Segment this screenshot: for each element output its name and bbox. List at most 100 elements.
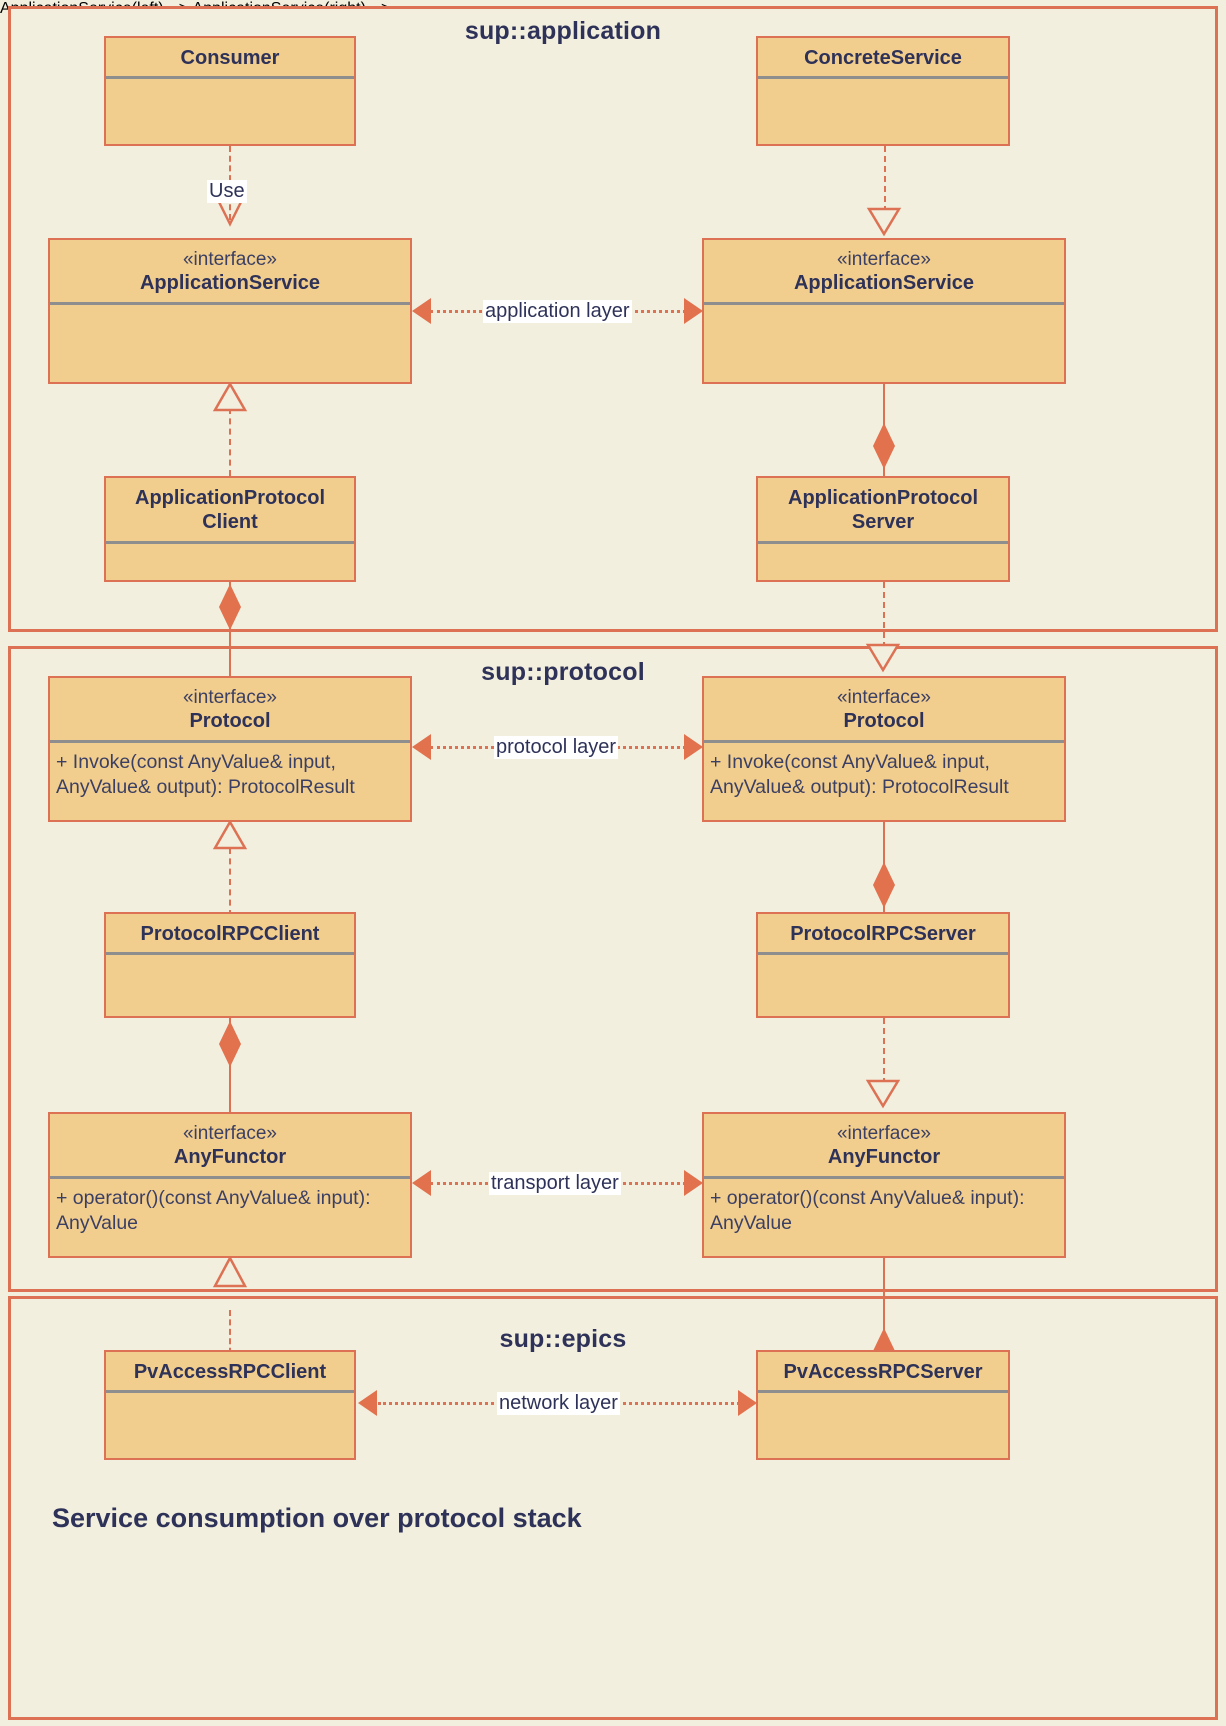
compartment-separator: [106, 540, 354, 544]
package-title-protocol: sup::protocol: [481, 658, 645, 686]
stereotype-label: «interface»: [836, 249, 931, 270]
class-applicationprotocolclient[interactable]: ApplicationProtocol Client: [104, 476, 356, 582]
class-applicationprotocolserver-header: ApplicationProtocol Server: [758, 478, 1008, 541]
class-consumer-name: Consumer: [180, 47, 280, 69]
diagram-caption: Service consumption over protocol stack: [52, 1503, 582, 1533]
stereotype-label: «interface»: [182, 687, 277, 708]
compartment-separator: [50, 1175, 410, 1179]
compartment-separator: [758, 952, 1008, 956]
edge-label-application-layer: application layer: [483, 300, 632, 323]
class-concreteservice[interactable]: ConcreteService: [756, 36, 1010, 146]
composition-diamond-anyfunctor-left: [219, 1021, 241, 1067]
composition-diamond-appprotoserver: [873, 423, 895, 469]
interface-anyfunctor-left-header: «interface» AnyFunctor: [50, 1114, 410, 1176]
compartment-separator: [106, 76, 354, 80]
package-title-epics: sup::epics: [499, 1325, 627, 1353]
class-pvaccessrpcclient-name: PvAccessRPCClient: [133, 1361, 327, 1383]
realization-protocolrpcserver-to-anyfunctor: [883, 1018, 885, 1084]
package-title-application: sup::application: [464, 17, 662, 45]
interface-protocol-left-name: Protocol: [189, 710, 271, 733]
class-protocolrpcclient[interactable]: ProtocolRPCClient: [104, 912, 356, 1018]
interface-applicationservice-left[interactable]: «interface» ApplicationService: [48, 238, 412, 384]
interface-protocol-right-name: Protocol: [843, 710, 925, 733]
composition-anyfunctor-to-pvaccessserver: [883, 1258, 885, 1382]
interface-protocol-left[interactable]: «interface» Protocol + Invoke(const AnyV…: [48, 676, 412, 822]
package-sup-epics: [8, 1296, 1218, 1720]
class-pvaccessrpcserver[interactable]: PvAccessRPCServer: [756, 1350, 1010, 1460]
arrow-left-network-layer: [358, 1390, 377, 1416]
interface-protocol-left-header: «interface» Protocol: [50, 678, 410, 740]
class-applicationprotocolclient-body: [106, 544, 354, 646]
interface-applicationservice-right-name: ApplicationService: [793, 272, 975, 295]
arrow-right-protocol-layer: [684, 734, 703, 760]
hollow-triangle-head-protocolrpcserver: [865, 1079, 901, 1109]
interface-anyfunctor-left[interactable]: «interface» AnyFunctor + operator()(cons…: [48, 1112, 412, 1258]
interface-applicationservice-left-body: [50, 305, 410, 447]
stereotype-label: «interface»: [836, 1123, 931, 1144]
arrow-right-transport-layer: [684, 1170, 703, 1196]
class-applicationprotocolserver-body: [758, 544, 1008, 646]
stereotype-label: «interface»: [836, 687, 931, 708]
composition-diamond-protocolrpcserver: [873, 862, 895, 908]
realization-protocolrpcclient-to-protocol: [229, 848, 231, 916]
arrow-left-application-layer: [412, 298, 431, 324]
class-protocolrpcserver[interactable]: ProtocolRPCServer: [756, 912, 1010, 1018]
hollow-triangle-head-concreteservice: [866, 207, 902, 237]
compartment-separator: [704, 301, 1064, 305]
stereotype-label: «interface»: [182, 249, 277, 270]
interface-anyfunctor-right[interactable]: «interface» AnyFunctor + operator()(cons…: [702, 1112, 1066, 1258]
class-pvaccessrpcclient-body: [106, 1393, 354, 1499]
class-consumer[interactable]: Consumer: [104, 36, 356, 146]
edge-label-protocol-layer: protocol layer: [494, 736, 619, 759]
realization-appprotoclient-to-appservice: [229, 408, 231, 476]
class-applicationprotocolserver[interactable]: ApplicationProtocol Server: [756, 476, 1010, 582]
stereotype-label: «interface»: [182, 1123, 277, 1144]
compartment-separator: [106, 1390, 354, 1394]
edge-label-network-layer: network layer: [497, 1392, 620, 1415]
class-concreteservice-name: ConcreteService: [804, 47, 962, 69]
class-concreteservice-body: [758, 79, 1008, 185]
interface-protocol-right-header: «interface» Protocol: [704, 678, 1064, 740]
composition-diamond-appprotoclient: [219, 584, 241, 630]
interface-anyfunctor-right-operations: + operator()(const AnyValue& input): Any…: [710, 1186, 1025, 1234]
compartment-separator: [758, 540, 1008, 544]
class-concreteservice-header: ConcreteService: [758, 38, 1008, 76]
class-pvaccessrpcclient[interactable]: PvAccessRPCClient: [104, 1350, 356, 1460]
realization-concreteservice-to-appservice: [884, 146, 886, 212]
realization-appprotoserver-to-protocol: [883, 582, 885, 648]
class-protocolrpcserver-body: [758, 955, 1008, 1057]
edge-label-transport-layer: transport layer: [489, 1172, 621, 1195]
compartment-separator: [704, 739, 1064, 743]
interface-protocol-right-operations: + Invoke(const AnyValue& input, AnyValue…: [710, 750, 1009, 798]
class-pvaccessrpcserver-body: [758, 1393, 1008, 1499]
compartment-separator: [106, 952, 354, 956]
hollow-triangle-head-appprotoserver: [865, 643, 901, 673]
class-applicationprotocolclient-name: ApplicationProtocol Client: [135, 487, 325, 534]
class-protocolrpcserver-name: ProtocolRPCServer: [790, 923, 976, 945]
compartment-separator: [758, 1390, 1008, 1394]
hollow-triangle-head-pvaccessclient: [212, 1255, 248, 1288]
interface-protocol-left-operations: + Invoke(const AnyValue& input, AnyValue…: [56, 750, 355, 798]
arrow-left-transport-layer: [412, 1170, 431, 1196]
class-pvaccessrpcserver-name: PvAccessRPCServer: [783, 1361, 983, 1383]
interface-applicationservice-right-body: [704, 305, 1064, 447]
class-protocolrpcserver-header: ProtocolRPCServer: [758, 914, 1008, 952]
arrow-right-network-layer: [738, 1390, 757, 1416]
class-protocolrpcclient-name: ProtocolRPCClient: [140, 923, 320, 945]
class-pvaccessrpcserver-header: PvAccessRPCServer: [758, 1352, 1008, 1390]
open-arrow-head-use: [216, 199, 244, 227]
class-consumer-body: [106, 79, 354, 185]
arrow-left-protocol-layer: [412, 734, 431, 760]
realization-pvaccessclient-to-anyfunctor: [229, 1310, 231, 1382]
compartment-separator: [704, 1175, 1064, 1179]
interface-anyfunctor-right-header: «interface» AnyFunctor: [704, 1114, 1064, 1176]
arrow-right-application-layer: [684, 298, 703, 324]
interface-applicationservice-right-header: «interface» ApplicationService: [704, 240, 1064, 302]
interface-protocol-right[interactable]: «interface» Protocol + Invoke(const AnyV…: [702, 676, 1066, 822]
class-protocolrpcclient-header: ProtocolRPCClient: [106, 914, 354, 952]
hollow-triangle-head-appprotoclient: [212, 381, 248, 412]
interface-applicationservice-left-header: «interface» ApplicationService: [50, 240, 410, 302]
class-protocolrpcclient-body: [106, 955, 354, 1057]
interface-applicationservice-right[interactable]: «interface» ApplicationService: [702, 238, 1066, 384]
